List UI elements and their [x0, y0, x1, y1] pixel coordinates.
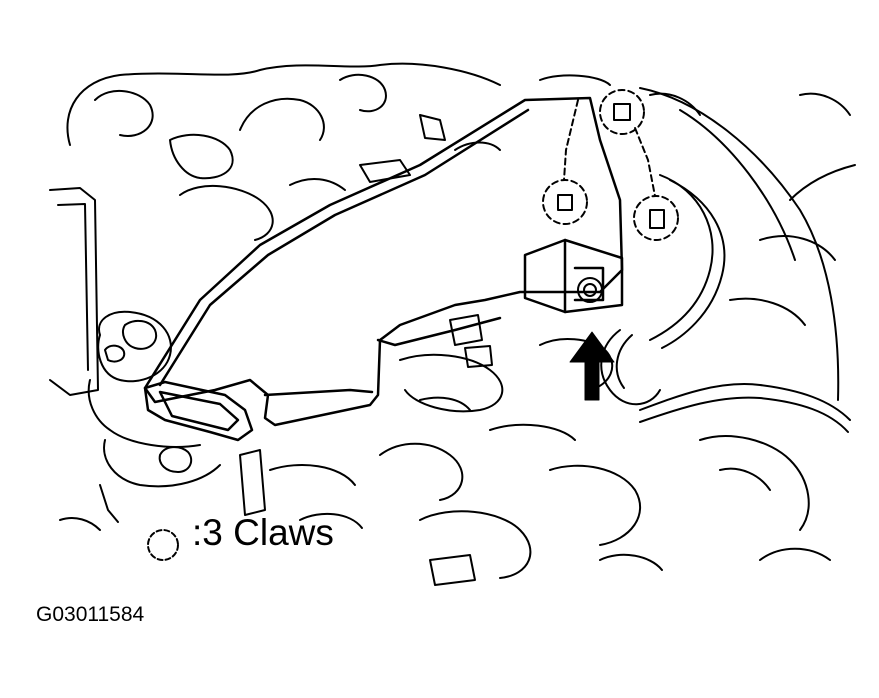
- upper-engine-components: [66, 62, 701, 241]
- claw-shapes: [557, 103, 665, 229]
- lower-engine-components: [239, 314, 663, 586]
- bolt: [577, 277, 603, 303]
- claw-marker-right: [633, 195, 679, 241]
- legend-claw-symbol: [147, 529, 179, 561]
- figure-code: G03011584: [36, 603, 145, 626]
- claw-marker-top: [599, 89, 645, 135]
- wire-harness: [600, 174, 851, 433]
- claw-marker-left: [542, 179, 588, 225]
- right-body-structure: [639, 87, 856, 561]
- legend-label: :3 Claws: [192, 512, 334, 553]
- air-duct: [143, 96, 624, 442]
- claw-markers: [542, 89, 679, 241]
- removal-arrow-icon: [569, 331, 615, 401]
- left-side-structure: [49, 187, 221, 531]
